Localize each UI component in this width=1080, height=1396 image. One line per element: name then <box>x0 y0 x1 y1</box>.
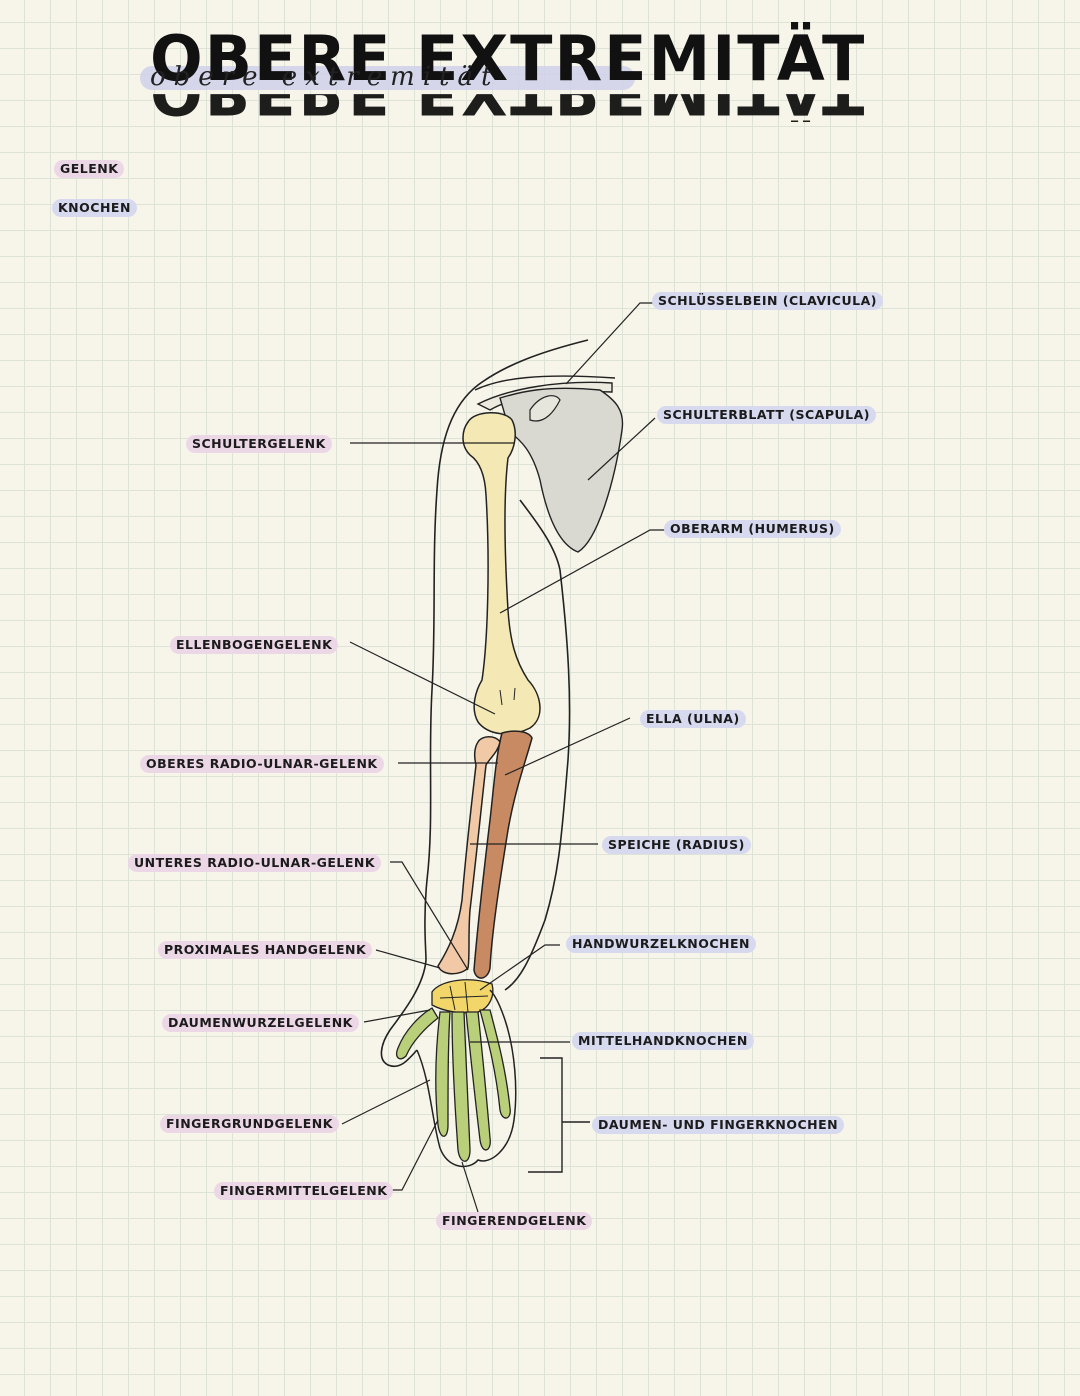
leader-carpals <box>479 944 560 991</box>
finger-ring <box>465 1011 491 1151</box>
finger-middle <box>451 1011 471 1162</box>
label-phalanges: DAUMEN- UND FINGERKNOCHEN <box>592 1116 845 1134</box>
label-humerus: OBERARM (HUMERUS) <box>664 520 841 538</box>
ulna-bone <box>473 730 533 979</box>
hand-bones <box>396 1007 511 1162</box>
page-subtitle: obere extremität <box>150 62 500 92</box>
label-carpals: HANDWURZELKNOCHEN <box>566 935 757 953</box>
humerus-detail <box>499 687 516 706</box>
arm-outline-inner <box>504 499 571 991</box>
label-scapula: SCHULTERBLATT (SCAPULA) <box>657 406 876 424</box>
humerus-bone <box>462 412 541 735</box>
legend-bone: KNOCHEN <box>52 199 137 217</box>
leader-finger-end <box>461 1161 479 1213</box>
label-clavicula: SCHLÜSSELBEIN (CLAVICULA) <box>652 292 883 310</box>
finger-little <box>479 1009 511 1119</box>
label-proximal-wrist: PROXIMALES HANDGELENK <box>158 941 373 959</box>
label-metacarpals: MITTELHANDKNOCHEN <box>572 1032 754 1050</box>
label-finger-end-joint: FINGERENDGELENK <box>436 1212 593 1230</box>
finger-index <box>435 1011 451 1137</box>
leader-finger-middle <box>390 1119 439 1191</box>
leader-elbow-joint <box>349 641 496 715</box>
radius-bone <box>437 736 501 975</box>
label-finger-middle-joint: FINGERMITTELGELENK <box>214 1182 394 1200</box>
leader-proximal-wrist <box>375 949 441 969</box>
acromion <box>529 395 561 422</box>
hand-outline <box>416 989 517 1168</box>
carpal-bones <box>431 979 494 1014</box>
leader-humerus <box>499 529 665 614</box>
label-elbow-joint: ELLENBOGENGELENK <box>170 636 339 654</box>
subtitle-highlight <box>140 66 635 90</box>
leader-ulna <box>504 717 631 776</box>
label-finger-base-joint: FINGERGRUNDGELENK <box>160 1115 339 1133</box>
label-shoulder-joint: SCHULTERGELENK <box>186 435 332 453</box>
shoulder-outline <box>474 375 616 391</box>
label-ulna: ELLA (ULNA) <box>640 710 746 728</box>
legend-joint: GELENK <box>54 160 125 178</box>
leader-clavicula <box>565 302 655 385</box>
leader-scapula <box>587 417 656 481</box>
carpal-detail <box>439 981 489 1013</box>
scapula-bone <box>499 387 624 553</box>
phalanges-bracket <box>528 1057 590 1173</box>
page-title: OBERE EXTREMITÄT <box>150 22 867 95</box>
leader-lower-radioulnar <box>390 861 469 971</box>
label-lower-radioulnar: UNTERES RADIO-ULNAR-GELENK <box>128 854 382 872</box>
leader-thumb-base <box>363 1009 431 1023</box>
arm-outline <box>380 339 589 1068</box>
label-thumb-base-joint: DAUMENWURZELGELENK <box>162 1014 359 1032</box>
label-radius: SPEICHE (RADIUS) <box>602 836 751 854</box>
thumb-bones <box>396 1007 439 1060</box>
leader-finger-base <box>341 1079 431 1125</box>
label-upper-radioulnar: OBERES RADIO-ULNAR-GELENK <box>140 755 384 773</box>
